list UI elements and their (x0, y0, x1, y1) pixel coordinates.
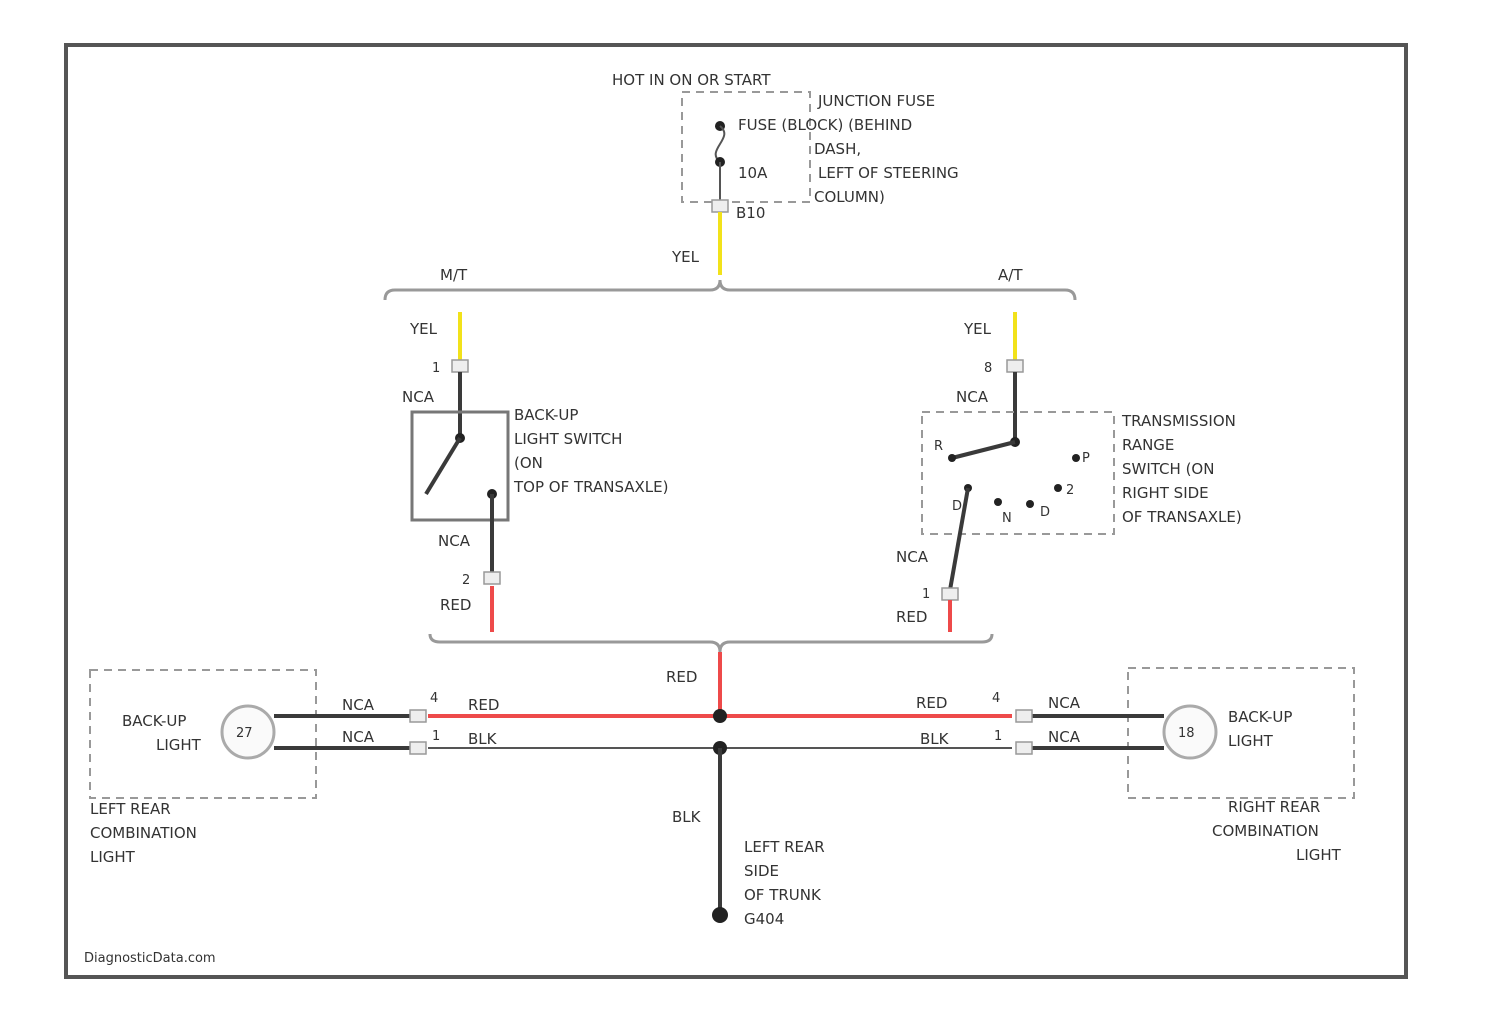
fuse-element (716, 126, 725, 162)
auto-contact-r (948, 454, 956, 462)
manual-nca-top: NCA (402, 388, 435, 406)
left-nca-top: NCA (342, 696, 375, 714)
right-group-label-1: RIGHT REAR (1228, 798, 1320, 816)
ground-label-4: G404 (744, 910, 784, 928)
manual-connector-out (484, 572, 500, 584)
auto-pin-in: 8 (984, 361, 992, 376)
right-pin-top: 4 (992, 691, 1000, 706)
ground-label-3: OF TRUNK (744, 886, 822, 904)
right-pin-bottom: 1 (994, 729, 1002, 744)
auto-wire-out: RED (896, 608, 927, 626)
right-connector-bottom (1016, 742, 1032, 754)
auto-position-p: P (1082, 451, 1090, 466)
auto-contact-n (994, 498, 1002, 506)
right-lamp-number: 18 (1178, 726, 1195, 741)
ground-point (712, 907, 728, 923)
branch-auto-label: A/T (998, 266, 1023, 284)
auto-switch-label-2: RANGE (1122, 436, 1174, 454)
auto-connector-in (1007, 360, 1023, 372)
auto-switch-label-5: OF TRANSAXLE) (1122, 508, 1242, 526)
auto-position-r: R (934, 439, 943, 454)
right-group-label-3: LIGHT (1296, 846, 1342, 864)
left-light-label-2: LIGHT (156, 736, 202, 754)
right-light-label-1: BACK-UP (1228, 708, 1292, 726)
left-group-label-2: COMBINATION (90, 824, 197, 842)
option-brace-bottom (430, 634, 992, 652)
auto-nca-top: NCA (956, 388, 989, 406)
splice-wire-color: RED (666, 668, 697, 686)
auto-switch-label-3: SWITCH (ON (1122, 460, 1214, 478)
left-wire-top: RED (468, 696, 499, 714)
manual-switch-label-2: LIGHT SWITCH (514, 430, 622, 448)
left-lamp-number: 27 (236, 726, 253, 741)
auto-pin-out: 1 (922, 587, 930, 602)
auto-contact-d2 (1026, 500, 1034, 508)
auto-switch-label-4: RIGHT SIDE (1122, 484, 1209, 502)
auto-wire-in: YEL (963, 320, 992, 338)
fuse-block-line-2: FUSE (BLOCK) (BEHIND (738, 116, 912, 134)
ground-wire-color: BLK (672, 808, 702, 826)
splice-red (713, 709, 727, 723)
right-wire-bottom: BLK (920, 730, 950, 748)
left-group-label-1: LEFT REAR (90, 800, 171, 818)
manual-pin-in: 1 (432, 361, 440, 376)
auto-nca-bottom: NCA (896, 548, 929, 566)
manual-switch-label-4: TOP OF TRANSAXLE) (513, 478, 668, 496)
manual-pin-out: 2 (462, 573, 470, 588)
left-connector-top (410, 710, 426, 722)
manual-nca-bottom: NCA (438, 532, 471, 550)
auto-switch-label-1: TRANSMISSION (1121, 412, 1236, 430)
auto-connector-out (942, 588, 958, 600)
auto-contact-2 (1054, 484, 1062, 492)
fuse-block-line-1: JUNCTION FUSE (817, 92, 935, 110)
left-nca-bottom: NCA (342, 728, 375, 746)
watermark: DiagnosticData.com (84, 951, 216, 966)
transmission-range-switch (922, 412, 1114, 534)
auto-position-d: D (952, 499, 962, 514)
right-nca-top: NCA (1048, 694, 1081, 712)
right-wire-top: RED (916, 694, 947, 712)
auto-position-2: 2 (1066, 483, 1074, 498)
right-connector-top (1016, 710, 1032, 722)
feed-wire-color: YEL (671, 248, 700, 266)
option-brace-top (385, 280, 1075, 300)
branch-manual-label: M/T (440, 266, 468, 284)
manual-wire-in: YEL (409, 320, 438, 338)
left-pin-top: 4 (430, 691, 438, 706)
fuse-block-line-4: LEFT OF STEERING (818, 164, 959, 182)
manual-wire-out: RED (440, 596, 471, 614)
right-nca-bottom: NCA (1048, 728, 1081, 746)
fuse-connector (712, 200, 728, 212)
manual-switch-label-1: BACK-UP (514, 406, 578, 424)
fuse-block-line-3: DASH, (814, 140, 861, 158)
left-pin-bottom: 1 (432, 729, 440, 744)
fuse-rating: 10A (738, 164, 768, 182)
manual-connector-in (452, 360, 468, 372)
manual-switch-blade (426, 438, 460, 494)
left-group-label-3: LIGHT (90, 848, 136, 866)
auto-switch-blade (952, 442, 1015, 458)
ground-label-2: SIDE (744, 862, 779, 880)
auto-position-n: N (1002, 511, 1012, 526)
right-light-label-2: LIGHT (1228, 732, 1274, 750)
left-light-label-1: BACK-UP (122, 712, 186, 730)
manual-switch-label-3: (ON (514, 454, 543, 472)
ignition-label: HOT IN ON OR START (612, 71, 771, 89)
left-connector-bottom (410, 742, 426, 754)
right-group-label-2: COMBINATION (1212, 822, 1319, 840)
ground-label-1: LEFT REAR (744, 838, 825, 856)
auto-position-d2: D (1040, 505, 1050, 520)
junction-fuse-block (682, 92, 810, 202)
auto-contact-p (1072, 454, 1080, 462)
fuse-terminal: B10 (736, 204, 765, 222)
left-wire-bottom: BLK (468, 730, 498, 748)
left-rear-combination-light (90, 670, 316, 798)
fuse-block-line-5: COLUMN) (814, 188, 885, 206)
